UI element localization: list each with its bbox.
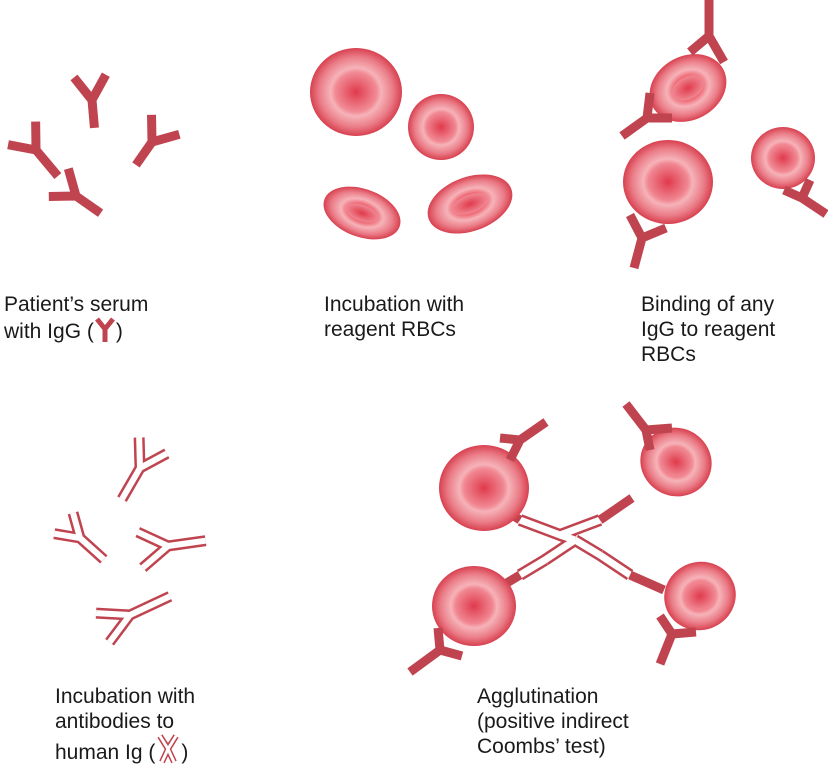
caption-agglutination-line2: (positive indirect [477, 710, 629, 733]
caption-incubation-rbc-line2: reagent RBCs [324, 318, 456, 341]
caption-incubation-ab: Incubation with antibodies to human Ig (… [55, 684, 195, 765]
caption-binding-line2: IgG to reagent [641, 318, 776, 341]
igg-antibody-icon [499, 418, 549, 463]
igg-antibody-icon [597, 494, 635, 524]
anti-human-ig-icon [157, 734, 179, 764]
red-blood-cell-icon [432, 566, 516, 646]
red-blood-cell-icon [310, 48, 402, 136]
reagent-rbc-group [310, 48, 513, 240]
igg-antibody-icon [7, 121, 62, 179]
igg-antibody-icon [626, 212, 668, 270]
igg-antibody-icon [628, 570, 666, 595]
caption-serum: Patient’s serum with IgG () [4, 292, 148, 344]
red-blood-cell-icon [439, 445, 529, 531]
caption-serum-line1: Patient’s serum [4, 293, 149, 316]
red-blood-cell-icon [323, 186, 401, 240]
caption-binding-line1: Binding of any [641, 293, 775, 316]
caption-incubation-rbc-line1: Incubation with [324, 293, 465, 316]
igg-antibody-icon [655, 613, 697, 666]
red-blood-cell-icon [408, 94, 474, 160]
caption-incubation-rbc: Incubation with reagent RBCs [324, 292, 464, 342]
anti-human-ig-inner [53, 512, 106, 562]
caption-agglutination: Agglutination (positive indirect Coombs’… [477, 684, 629, 759]
caption-incubation-ab-line1: Incubation with [55, 685, 196, 708]
caption-binding-line3: RBCs [641, 343, 696, 366]
caption-serum-line2: with IgG () [4, 317, 148, 344]
red-blood-cell-icon [640, 427, 712, 497]
anti-human-ig-inner [518, 516, 632, 579]
caption-binding: Binding of any IgG to reagent RBCs [641, 292, 775, 367]
caption-agglutination-line3: Coombs’ test) [477, 735, 606, 758]
red-blood-cell-icon [649, 54, 727, 122]
anti-human-ig-inner [136, 529, 207, 570]
caption-incubation-ab-line3: human Ig () [55, 734, 195, 765]
red-blood-cell-icon [427, 174, 513, 234]
igg-antibody-icon [687, 0, 728, 65]
red-blood-cell-icon [751, 127, 815, 189]
igg-antibody-icon [407, 627, 464, 676]
serum-igg-group [7, 72, 181, 217]
anti-human-ig-icon [135, 527, 207, 572]
red-blood-cell-icon [664, 561, 736, 631]
igg-antibody-icon [94, 317, 115, 342]
binding-group [619, 0, 828, 270]
anti-human-ig-icon [117, 437, 170, 502]
igg-antibody-icon [622, 401, 673, 451]
igg-antibody-icon [782, 178, 828, 218]
agglutination-group [407, 401, 736, 676]
igg-antibody-icon [619, 92, 672, 140]
igg-antibody-icon [48, 167, 104, 217]
igg-antibody-icon [132, 114, 181, 168]
caption-incubation-ab-line2: antibodies to [55, 710, 175, 733]
red-blood-cell-icon [623, 140, 713, 224]
anti-human-ig-icon [95, 591, 173, 646]
anti-human-ig-inner [95, 593, 172, 644]
anti-ig-group [53, 437, 207, 646]
anti-human-ig-inner [119, 437, 169, 501]
anti-human-ig-icon [53, 511, 108, 564]
igg-antibody-icon [70, 72, 110, 129]
caption-agglutination-line1: Agglutination [477, 685, 599, 708]
